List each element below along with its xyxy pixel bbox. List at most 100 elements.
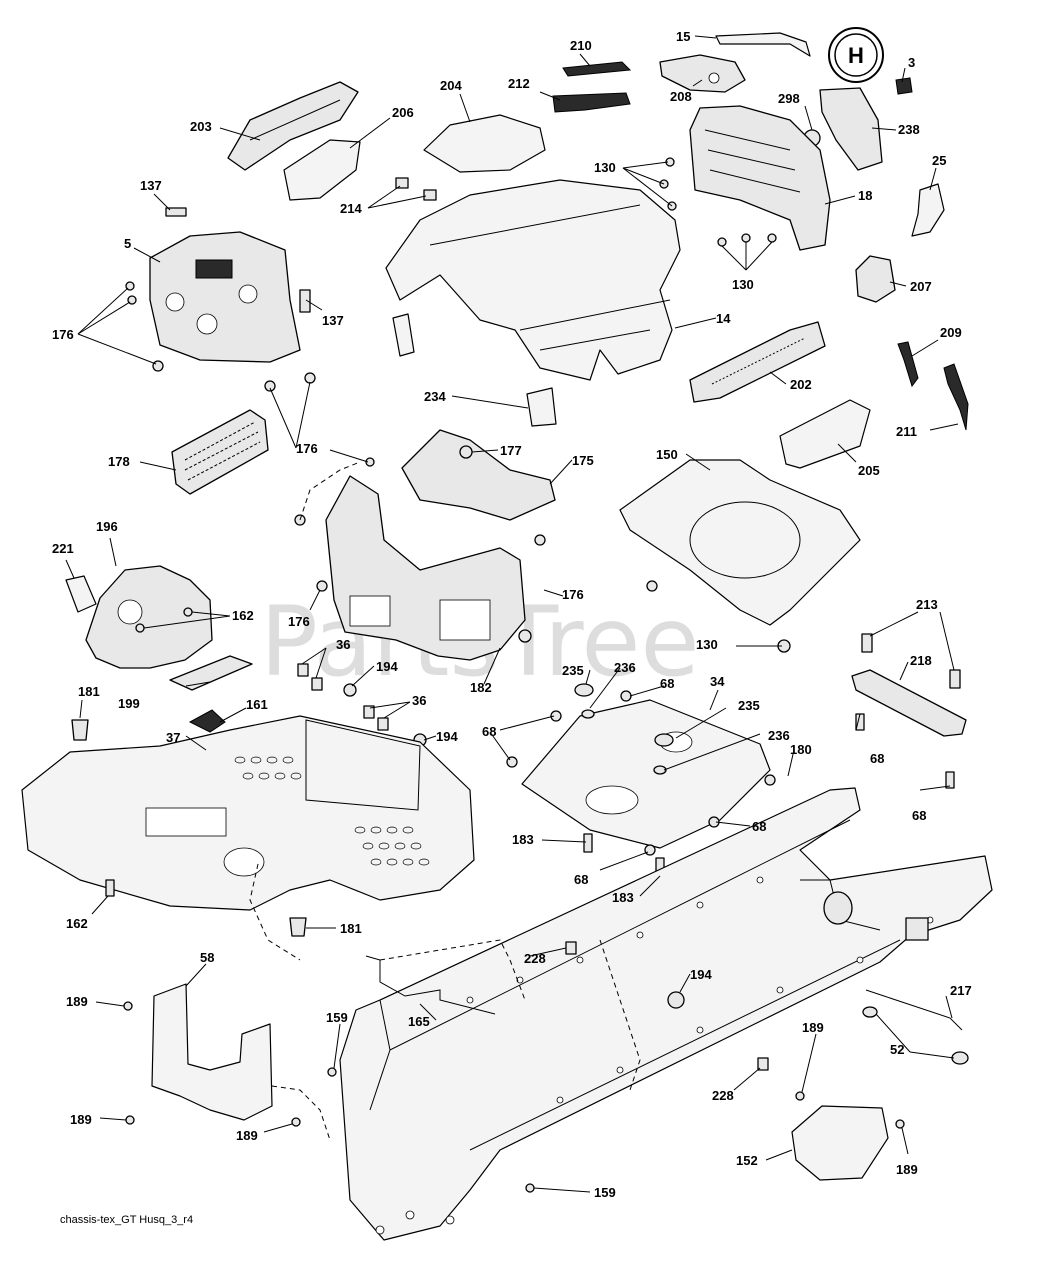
label-183-left: 183 [512, 832, 534, 847]
chassis-holes [375, 876, 934, 1235]
part-152-cover [791, 1105, 889, 1181]
part-207-light [855, 255, 896, 303]
part-206-bracket [283, 139, 361, 201]
chassis-hitch [905, 917, 929, 941]
part-202-grille [689, 321, 826, 403]
label-209: 209 [940, 325, 962, 340]
label-68-218: 68 [870, 751, 884, 766]
part-218-bar [851, 669, 967, 737]
label-181-bottom: 181 [340, 921, 362, 936]
part-37-floor-pan [21, 715, 475, 911]
label-68-bottom: 68 [574, 872, 588, 887]
label-137-right: 137 [322, 313, 344, 328]
label-235-right: 235 [738, 698, 760, 713]
label-165: 165 [408, 1014, 430, 1029]
part-18-grille-housing [689, 105, 831, 251]
label-211: 211 [896, 424, 917, 439]
label-210: 210 [570, 38, 592, 53]
label-176-mid: 176 [296, 441, 318, 456]
label-162-top: 162 [232, 608, 254, 623]
label-137-top: 137 [140, 178, 162, 193]
logo-letter: H [848, 43, 864, 68]
part-34-mount-plate [521, 699, 771, 849]
label-189-bracket: 189 [236, 1128, 258, 1143]
part-150-tray [619, 459, 861, 626]
part-238-panel [819, 87, 883, 171]
part-3-logo-badge: H [828, 27, 884, 83]
floor-pan-holes [234, 756, 430, 866]
label-130-mid: 130 [732, 277, 754, 292]
label-203: 203 [190, 119, 212, 134]
label-206: 206 [392, 105, 414, 120]
label-235-top: 235 [562, 663, 584, 678]
label-162-bottom: 162 [66, 916, 88, 931]
label-18: 18 [858, 188, 872, 203]
part-181-grommet-b [289, 917, 307, 937]
label-5: 5 [124, 236, 131, 251]
part-236-nut-a [581, 709, 595, 719]
label-34: 34 [710, 674, 725, 689]
screw-176-b [316, 580, 328, 592]
label-175: 175 [572, 453, 594, 468]
part-137-key [165, 207, 187, 217]
label-182: 182 [470, 680, 492, 695]
part-235-bushing-a [574, 683, 594, 697]
part-203-vent [227, 81, 359, 171]
label-212: 212 [508, 76, 530, 91]
label-176-left: 176 [52, 327, 74, 342]
label-228-bottom: 228 [712, 1088, 734, 1103]
part-213-bolt-a [861, 633, 873, 653]
part-210-grille [562, 61, 632, 77]
part-5-dashboard [149, 231, 301, 363]
part-208-trim [659, 54, 746, 93]
screw-130-a [646, 580, 658, 592]
label-213: 213 [916, 597, 938, 612]
part-196-seat-panel [85, 565, 213, 669]
part-221-label [65, 575, 97, 613]
part-235-bushing-b [654, 733, 674, 747]
part-178-vent-plate [171, 409, 269, 495]
part-204-cap [423, 114, 546, 173]
label-161: 161 [246, 697, 268, 712]
label-208: 208 [670, 89, 692, 104]
part-161-clip [188, 709, 226, 733]
label-159-bottom: 159 [594, 1185, 616, 1200]
label-25: 25 [932, 153, 946, 168]
part-209-strip [897, 341, 919, 388]
label-159-top: 159 [326, 1010, 348, 1025]
label-234: 234 [424, 389, 446, 404]
label-228-top: 228 [524, 951, 546, 966]
label-189-left: 189 [66, 994, 88, 1009]
label-189-right: 189 [802, 1020, 824, 1035]
part-234-piece [526, 387, 557, 427]
part-68-bolt-b [945, 771, 955, 789]
label-52: 52 [890, 1042, 904, 1057]
wire-harness-c [271, 1085, 331, 1141]
label-58: 58 [200, 950, 214, 965]
label-194-top: 194 [376, 659, 398, 674]
part-205-cover [779, 399, 871, 469]
label-196: 196 [96, 519, 118, 534]
label-178: 178 [108, 454, 130, 469]
leader-lines [65, 35, 959, 1193]
part-213-bolt-b [949, 669, 961, 689]
part-3-clip [895, 77, 913, 95]
label-3: 3 [908, 55, 915, 70]
part-25-trim [911, 183, 945, 237]
part-177-nut [459, 445, 473, 459]
screw-176-e [365, 457, 375, 467]
screw-176-c [534, 534, 546, 546]
label-194-mid: 194 [436, 729, 458, 744]
part-15-strip [715, 32, 811, 57]
part-214-clip-b [423, 189, 437, 201]
label-181-top: 181 [78, 684, 100, 699]
part-217-rod [865, 989, 963, 1031]
label-68-left: 68 [482, 724, 496, 739]
part-236-nut-b [653, 765, 667, 775]
part-58-bracket [151, 983, 273, 1121]
label-36-right: 36 [412, 693, 426, 708]
label-207: 207 [910, 279, 932, 294]
part-175-bracket [401, 429, 556, 521]
label-176-low: 176 [288, 614, 310, 629]
